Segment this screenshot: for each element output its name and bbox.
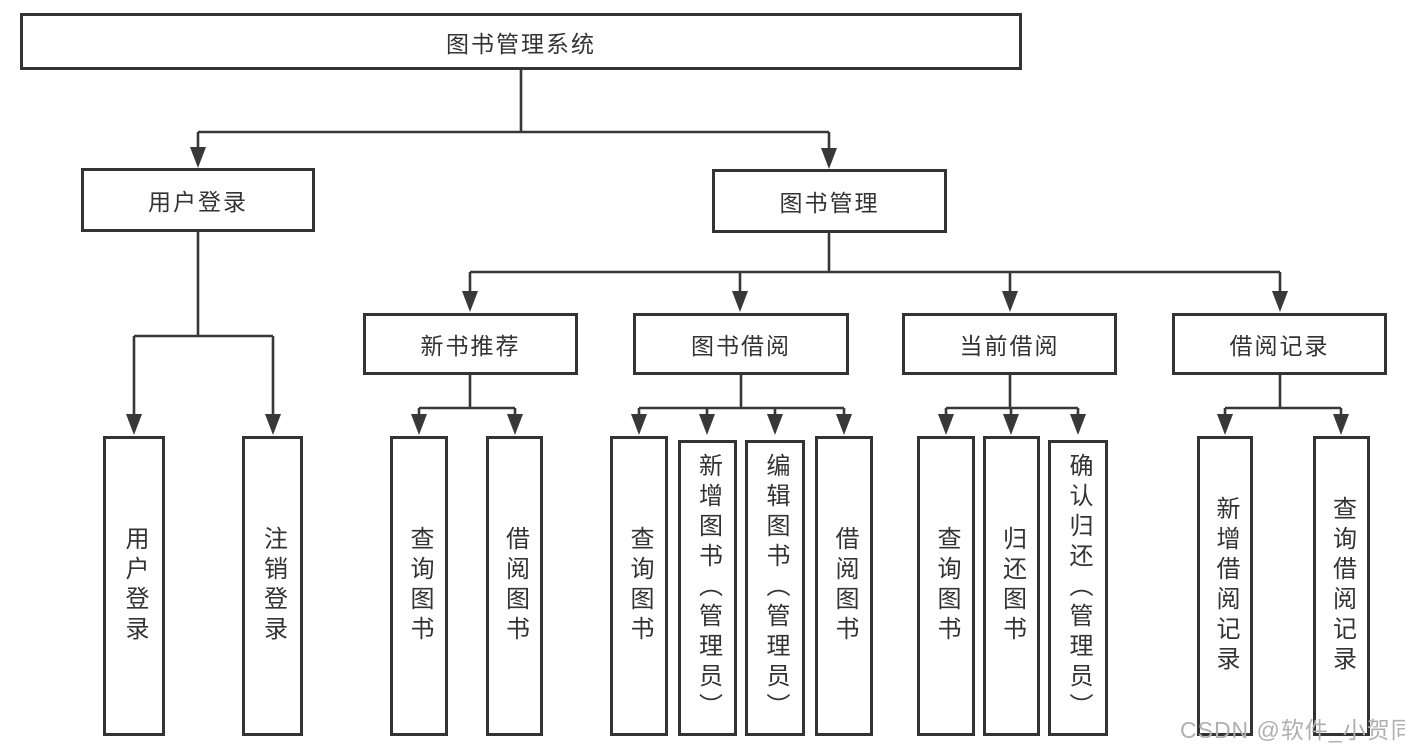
leaf-confirm-return-admin-label: 确认归还（管理员）: [1065, 453, 1092, 723]
node-book-management: 图书管理: [712, 169, 947, 233]
node-new-book-recommend: 新书推荐: [363, 313, 578, 375]
leaf-query-book-recommend-label: 查询图书: [406, 526, 433, 646]
leaf-user-login-label: 用户登录: [121, 526, 148, 646]
leaf-edit-book-admin: 编辑图书（管理员）: [745, 440, 805, 736]
leaf-query-book-borrow: 查询图书: [610, 436, 668, 736]
leaf-query-book-recommend: 查询图书: [390, 436, 448, 736]
connector-newbookrec-to-leaves: [417, 375, 517, 419]
leaf-borrow-book-recommend-label: 借阅图书: [501, 526, 529, 646]
leaf-add-borrow-record: 新增借阅记录: [1197, 436, 1253, 736]
node-root-label: 图书管理系统: [446, 30, 596, 57]
leaf-query-borrow-record-label: 查询借阅记录: [1328, 496, 1356, 676]
leaf-return-book: 归还图书: [983, 436, 1040, 736]
leaf-query-book-borrow-label: 查询图书: [626, 526, 653, 646]
leaf-query-book-current: 查询图书: [917, 436, 975, 736]
node-user-login: 用户登录: [81, 168, 315, 232]
node-new-book-recommend-label: 新书推荐: [420, 333, 521, 359]
connector-borrowrecord-to-leaves: [1223, 375, 1343, 419]
leaf-logout: 注销登录: [242, 436, 303, 736]
node-root: 图书管理系统: [20, 13, 1022, 70]
leaf-borrow-book-recommend: 借阅图书: [486, 436, 543, 736]
connector-root-to-level2: [196, 70, 831, 150]
node-book-borrow-label: 图书借阅: [691, 333, 791, 359]
leaf-add-book-admin-label: 新增图书（管理员）: [694, 453, 722, 723]
node-current-borrow: 当前借阅: [902, 313, 1117, 375]
csdn-watermark: CSDN @软件_小贺同学: [1180, 717, 1405, 743]
connector-bookmgmt-to-level3: [468, 233, 1282, 296]
leaf-return-book-label: 归还图书: [998, 526, 1026, 646]
node-current-borrow-label: 当前借阅: [959, 333, 1060, 359]
connector-bookborrow-to-leaves: [637, 375, 846, 419]
leaf-confirm-return-admin: 确认归还（管理员）: [1048, 440, 1108, 736]
leaf-query-borrow-record: 查询借阅记录: [1313, 436, 1370, 736]
leaf-borrow-book-borrow-label: 借阅图书: [831, 526, 858, 646]
connector-currentborrow-to-leaves: [944, 375, 1080, 419]
node-user-login-label: 用户登录: [148, 189, 248, 215]
leaf-query-book-current-label: 查询图书: [933, 526, 960, 646]
node-borrow-record: 借阅记录: [1172, 313, 1387, 375]
leaf-logout-label: 注销登录: [259, 526, 287, 646]
connector-userlogin-to-leaves: [132, 232, 275, 418]
leaf-edit-book-admin-label: 编辑图书（管理员）: [762, 453, 789, 723]
leaf-add-book-admin: 新增图书（管理员）: [678, 440, 737, 736]
node-book-borrow: 图书借阅: [633, 313, 849, 375]
leaf-add-borrow-record-label: 新增借阅记录: [1212, 496, 1239, 676]
leaf-borrow-book-borrow: 借阅图书: [815, 436, 873, 736]
leaf-user-login: 用户登录: [103, 436, 165, 736]
node-borrow-record-label: 借阅记录: [1229, 333, 1330, 359]
node-book-management-label: 图书管理: [779, 190, 880, 216]
